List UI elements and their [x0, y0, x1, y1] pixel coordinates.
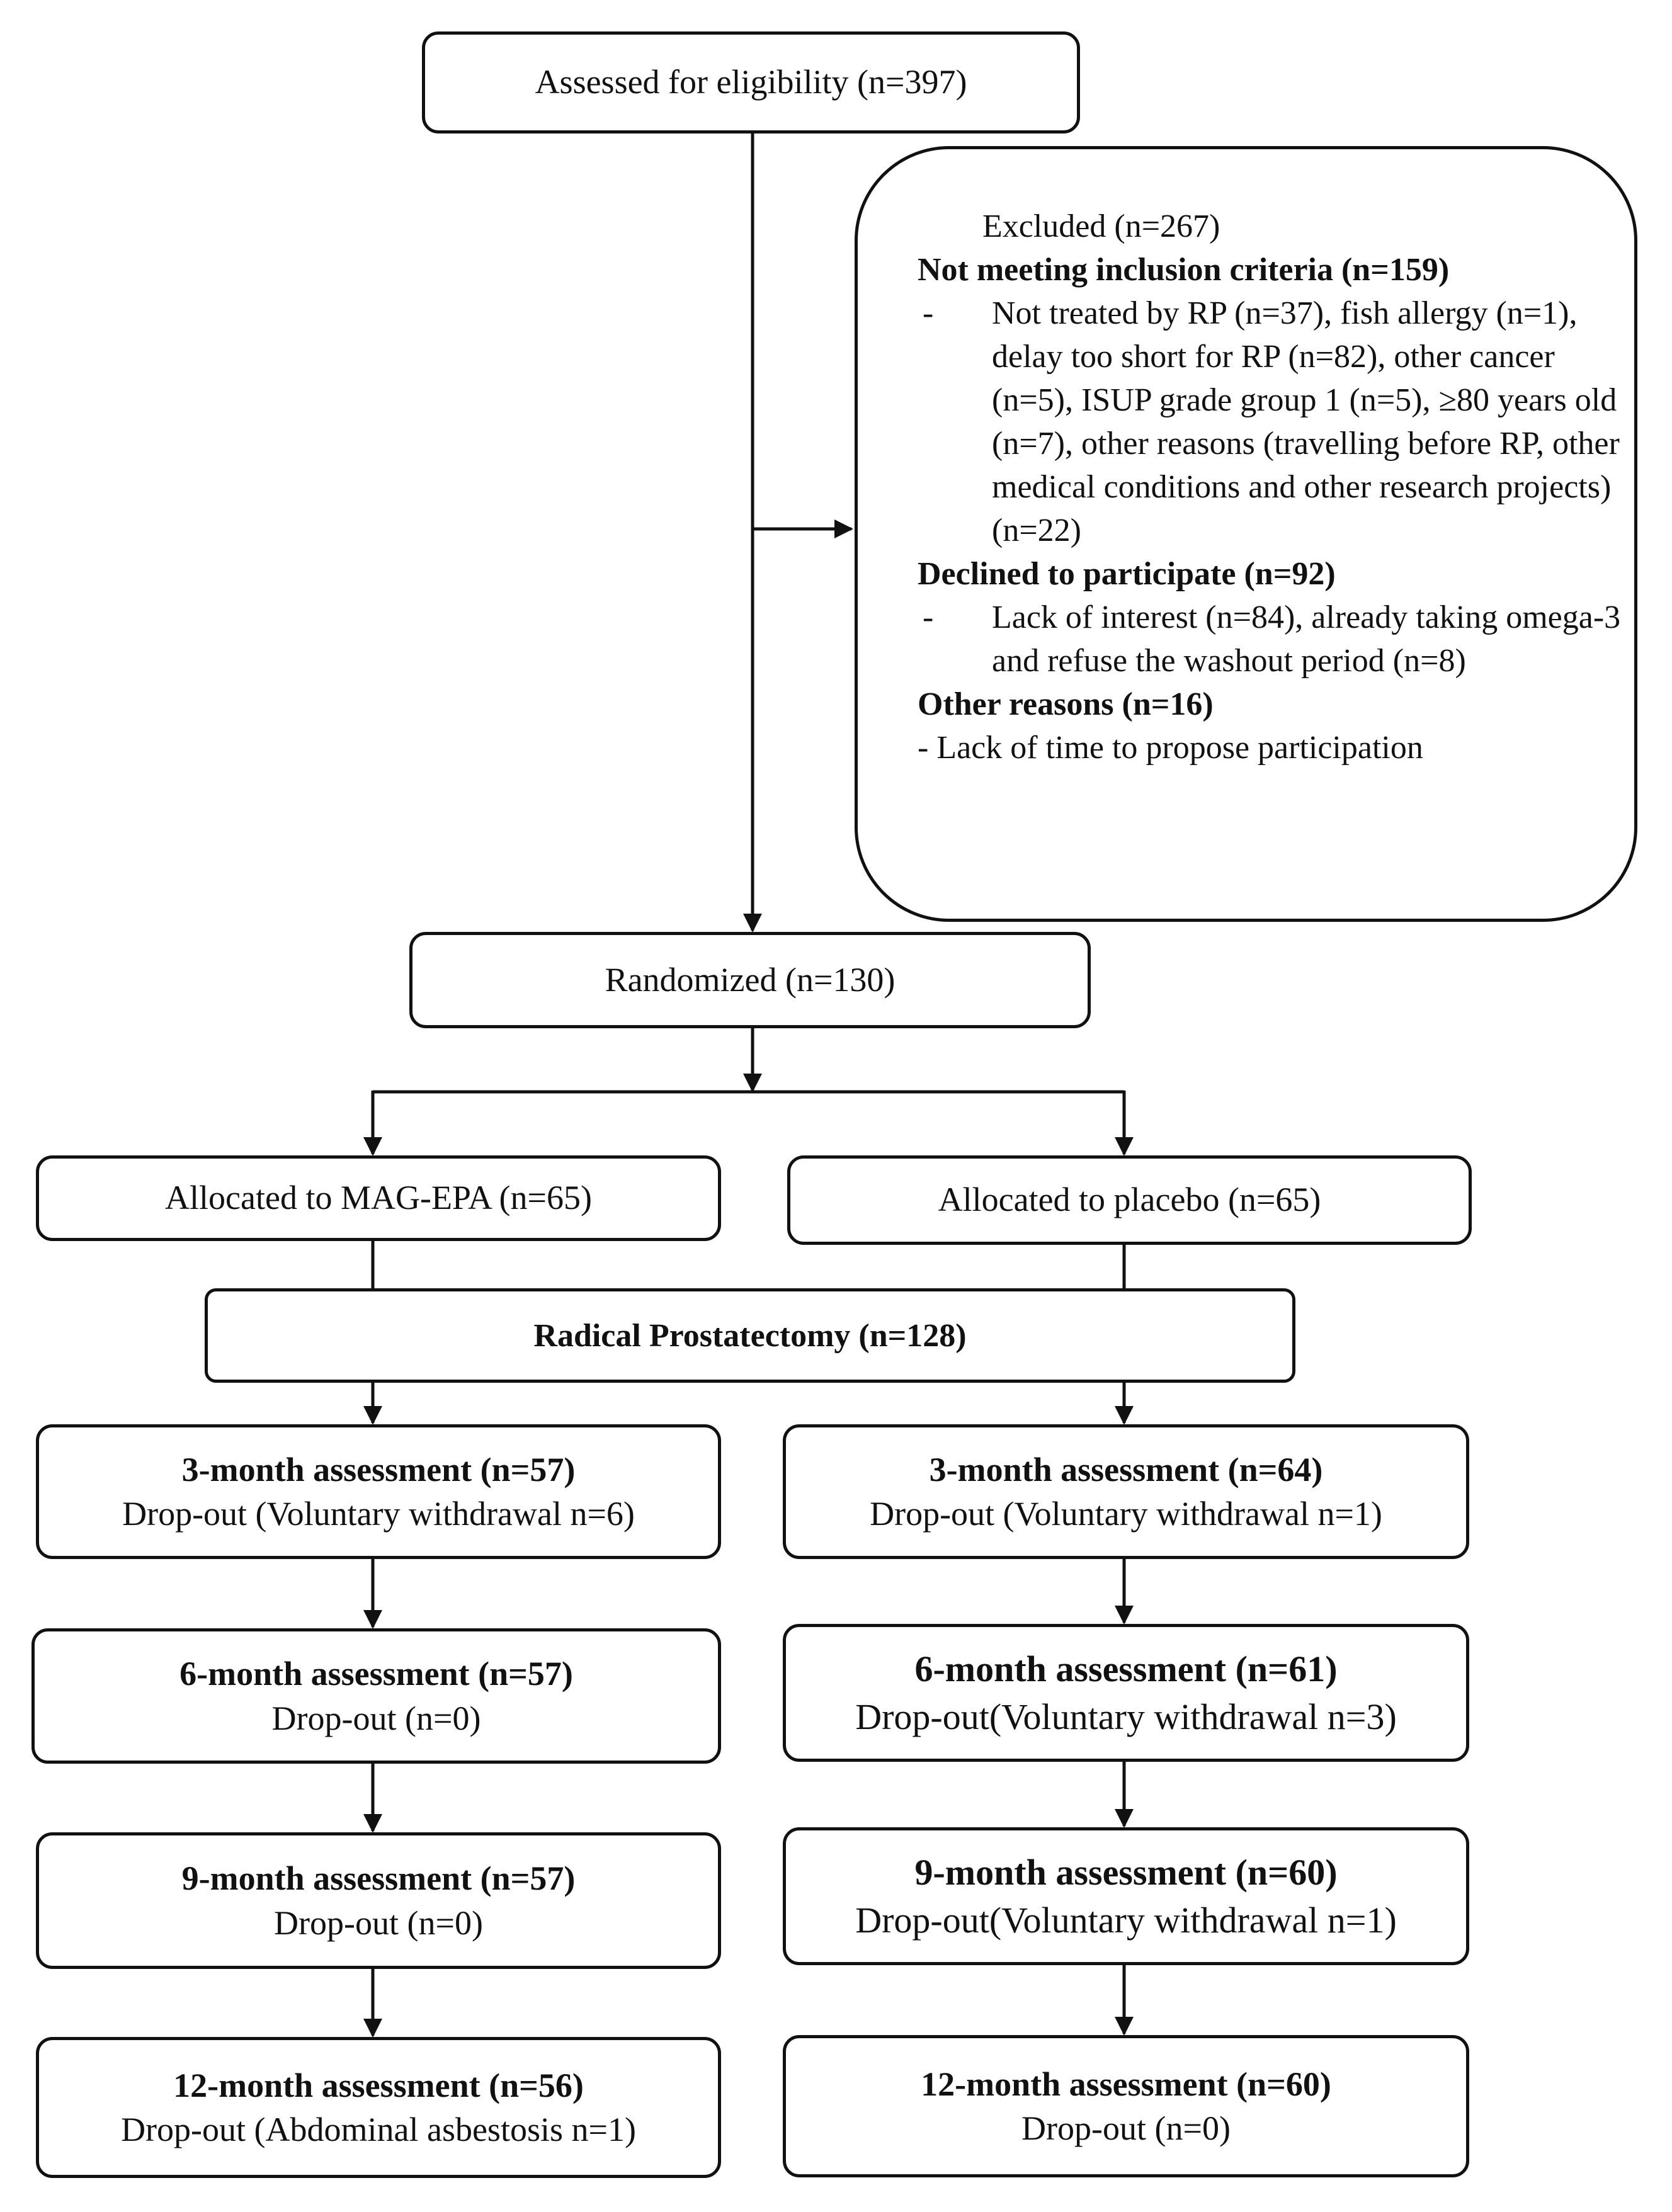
mag-3-month-box: 3-month assessment (n=57) Drop-out (Volu… [36, 1424, 721, 1559]
assessed-box: Assessed for eligibility (n=397) [422, 31, 1080, 133]
assessed-label: Assessed for eligibility (n=397) [535, 63, 967, 101]
randomized-box: Randomized (n=130) [409, 932, 1091, 1028]
excluded-box: Excluded (n=267) Not meeting inclusion c… [855, 146, 1637, 922]
mag-9-month-box: 9-month assessment (n=57) Drop-out (n=0) [36, 1832, 721, 1969]
excluded-group-text: - Lack of time to propose participation [918, 730, 1423, 766]
prostatectomy-label: Radical Prostatectomy (n=128) [533, 1317, 967, 1354]
assessment-title: 9-month assessment (n=57) [181, 1859, 576, 1898]
placebo-9-month-box: 9-month assessment (n=60) Drop-out(Volun… [783, 1827, 1469, 1965]
excluded-group-item: - Lack of interest (n=84), already takin… [918, 596, 1623, 683]
mag-12-month-box: 12-month assessment (n=56) Drop-out (Abd… [36, 2037, 721, 2178]
excluded-group-heading: Other reasons (n=16) [918, 686, 1214, 722]
assessment-title: 6-month assessment (n=61) [914, 1648, 1338, 1690]
mag-6-month-box: 6-month assessment (n=57) Drop-out (n=0) [31, 1628, 721, 1764]
assessment-title: 12-month assessment (n=56) [173, 2066, 584, 2104]
placebo-6-month-box: 6-month assessment (n=61) Drop-out(Volun… [783, 1624, 1469, 1762]
placebo-3-month-box: 3-month assessment (n=64) Drop-out (Volu… [783, 1424, 1469, 1559]
dropout-text: Drop-out (n=0) [1021, 2109, 1231, 2147]
dropout-text: Drop-out (Voluntary withdrawal n=1) [870, 1495, 1382, 1533]
dropout-text: Drop-out (n=0) [271, 1699, 481, 1737]
excluded-group-text: Lack of interest (n=84), already taking … [992, 599, 1621, 679]
prostatectomy-box: Radical Prostatectomy (n=128) [205, 1288, 1295, 1383]
list-dash: - [923, 599, 934, 635]
assessment-title: 6-month assessment (n=57) [179, 1655, 573, 1693]
allocated-placebo-box: Allocated to placebo (n=65) [787, 1155, 1472, 1245]
excluded-group-text: Not treated by RP (n=37), fish allergy (… [992, 295, 1620, 548]
excluded-group-heading: Not meeting inclusion criteria (n=159) [918, 252, 1450, 288]
allocated-placebo-label: Allocated to placebo (n=65) [938, 1181, 1321, 1219]
assessment-title: 3-month assessment (n=57) [181, 1450, 576, 1489]
dropout-text: Drop-out(Voluntary withdrawal n=1) [855, 1899, 1397, 1941]
assessment-title: 12-month assessment (n=60) [921, 2065, 1331, 2103]
excluded-title: Excluded (n=267) [982, 208, 1220, 244]
excluded-group-item: - Not treated by RP (n=37), fish allergy… [918, 292, 1623, 552]
list-dash: - [923, 295, 934, 331]
allocated-mag-box: Allocated to MAG-EPA (n=65) [36, 1155, 721, 1241]
dropout-text: Drop-out (n=0) [274, 1903, 483, 1942]
excluded-group-heading: Declined to participate (n=92) [918, 556, 1336, 592]
allocated-mag-label: Allocated to MAG-EPA (n=65) [165, 1179, 592, 1217]
assessment-title: 9-month assessment (n=60) [914, 1852, 1338, 1893]
randomized-label: Randomized (n=130) [605, 960, 896, 999]
dropout-text: Drop-out (Abdominal asbestosis n=1) [121, 2111, 636, 2148]
dropout-text: Drop-out (Voluntary withdrawal n=6) [122, 1495, 635, 1533]
placebo-12-month-box: 12-month assessment (n=60) Drop-out (n=0… [783, 2035, 1469, 2177]
assessment-title: 3-month assessment (n=64) [929, 1450, 1323, 1489]
dropout-text: Drop-out(Voluntary withdrawal n=3) [855, 1696, 1397, 1737]
